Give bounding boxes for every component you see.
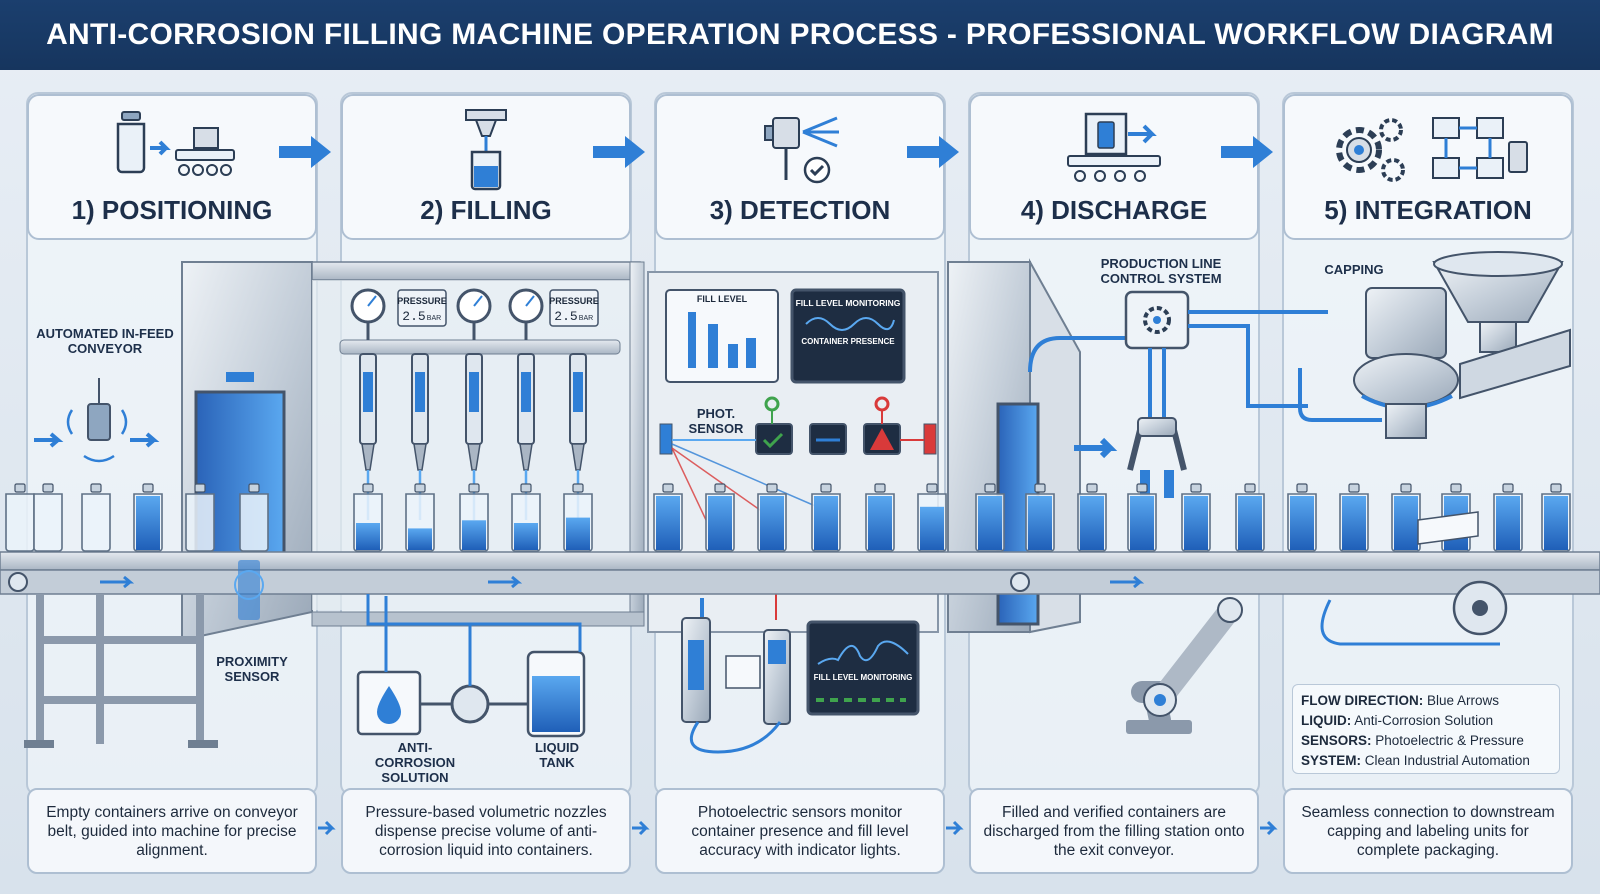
step-card-filling: 2) FILLING	[341, 94, 631, 240]
legend-row: SYSTEM: Clean Industrial Automation	[1301, 753, 1530, 768]
gauge-pressure-label: PRESSURE	[397, 296, 447, 306]
bottle	[653, 483, 683, 552]
step-label: 2) FILLING	[420, 195, 552, 225]
control-system	[1124, 290, 1328, 498]
bottle	[1025, 483, 1055, 552]
legend: FLOW DIRECTION: Blue Arrows LIQUID: Anti…	[1292, 684, 1560, 774]
gauge-pressure-value: 2.5	[402, 309, 425, 324]
description-filling: Pressure-based volumetric nozzles dispen…	[341, 788, 631, 874]
description-positioning: Empty containers arrive on conveyor belt…	[27, 788, 317, 874]
bottle	[563, 483, 593, 552]
bottle	[1077, 483, 1107, 552]
bottle	[511, 483, 541, 552]
callout-phot-sensor: PHOT. SENSOR	[688, 406, 744, 436]
bottle	[917, 483, 947, 552]
bottle	[1493, 483, 1523, 552]
bottle	[1287, 483, 1317, 552]
bottle	[405, 483, 435, 552]
conveyor-discharge-icon	[1067, 112, 1161, 182]
step-label: 3) DETECTION	[709, 195, 891, 225]
step-card-integration: 5) INTEGRATION	[1283, 94, 1573, 240]
flow-arrow-icon	[279, 136, 331, 168]
step-label: 4) DISCHARGE	[1020, 195, 1208, 225]
liquid-supply	[356, 594, 586, 738]
sensor-check-icon	[764, 116, 839, 184]
flow-arrow-icon	[907, 136, 959, 168]
bottle	[1235, 483, 1265, 552]
bottle	[239, 483, 269, 552]
callout-capping: CAPPING	[1324, 262, 1384, 277]
proximity-sensor-icon	[234, 560, 264, 620]
bottle	[1391, 483, 1421, 552]
gauge-pressure-unit: BAR	[427, 315, 441, 322]
flow-arrow-icon	[593, 136, 645, 168]
title-bar: ANTI-CORROSION FILLING MACHINE OPERATION…	[0, 0, 1600, 70]
sensor-module-lower	[681, 580, 920, 754]
bottle-to-conveyor-icon	[116, 111, 235, 176]
gauge-pressure-value: 2.5	[554, 309, 577, 324]
callout-infeed: AUTOMATED IN-FEED CONVEYOR	[36, 326, 174, 356]
infeed-stand	[24, 594, 218, 748]
bottom-flow-arrows	[318, 820, 1278, 836]
robot-arm	[1126, 597, 1243, 734]
step-card-discharge: 4) DISCHARGE	[969, 94, 1259, 240]
bottle	[865, 483, 895, 552]
bottle	[133, 483, 163, 552]
description-integration: Seamless connection to downstream cappin…	[1283, 788, 1573, 874]
step-label: 1) POSITIONING	[71, 195, 273, 225]
capping-unit	[1298, 251, 1571, 439]
nozzle-filling-bottle-icon	[465, 109, 507, 191]
description-discharge: Filled and verified containers are disch…	[969, 788, 1259, 874]
gauge-pressure-label: PRESSURE	[549, 296, 599, 306]
bottle	[1181, 483, 1211, 552]
step-card-detection: 3) DETECTION	[655, 94, 945, 240]
bottle	[33, 483, 63, 552]
labeling-unit	[1320, 511, 1508, 646]
bottle	[757, 483, 787, 552]
screen-fill-level-monitoring: FILL LEVEL MONITORING	[796, 298, 901, 308]
callout-tank: LIQUID TANK	[534, 740, 580, 770]
gears-flowchart-icon	[1336, 117, 1528, 182]
bottle	[185, 483, 215, 552]
description-detection: Photoelectric sensors monitor container …	[655, 788, 945, 874]
step-card-positioning: 1) POSITIONING	[27, 94, 317, 240]
page-title: ANTI-CORROSION FILLING MACHINE OPERATION…	[46, 18, 1554, 51]
screen-fill-level-title: FILL LEVEL	[697, 294, 748, 304]
bottle	[1339, 483, 1369, 552]
legend-row: SENSORS: Photoelectric & Pressure	[1301, 733, 1524, 748]
step-label: 5) INTEGRATION	[1324, 195, 1532, 225]
bottle	[5, 483, 35, 552]
bottle	[1127, 483, 1157, 552]
bottle	[353, 483, 383, 552]
callout-control-system: PRODUCTION LINE CONTROL SYSTEM	[1100, 256, 1222, 286]
main-conveyor	[0, 551, 1600, 595]
legend-row: LIQUID: Anti-Corrosion Solution	[1301, 713, 1494, 728]
screen-container-presence: CONTAINER PRESENCE	[801, 337, 895, 346]
infeed-sensor-icon	[34, 378, 160, 463]
bottle	[811, 483, 841, 552]
bottle	[81, 483, 111, 552]
screen-fill-level-monitoring-lower: FILL LEVEL MONITORING	[814, 673, 913, 682]
bottle	[1541, 483, 1571, 552]
legend-row: FLOW DIRECTION: Blue Arrows	[1301, 693, 1500, 708]
gauge-pressure-unit: BAR	[579, 315, 593, 322]
callout-solution: ANTI-CORROSION SOLUTION	[374, 740, 456, 785]
callout-proximity: PROXIMITY SENSOR	[216, 654, 288, 684]
filling-nozzles	[359, 353, 587, 520]
bottle	[705, 483, 735, 552]
bottle	[975, 483, 1005, 552]
pressure-gauges	[350, 288, 599, 340]
flow-arrow-icon	[1221, 136, 1273, 168]
bottle	[459, 483, 489, 552]
